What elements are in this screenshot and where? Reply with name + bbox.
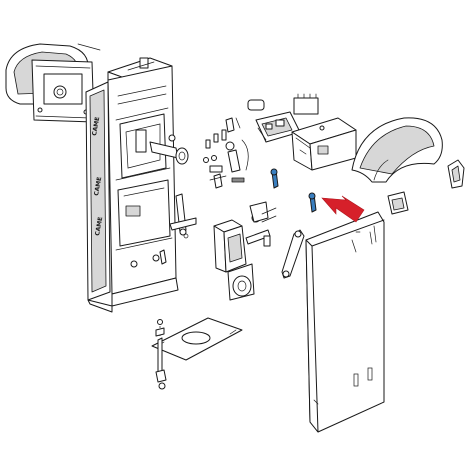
- brand-label-2: CAME: [93, 176, 103, 196]
- small-fittings: [169, 117, 249, 239]
- screws-group: [270, 168, 317, 213]
- barrier-cabinet-frame: CAME CAME CAME: [85, 57, 189, 313]
- red-pointer-arrow-icon: [321, 195, 365, 223]
- gearmotor: [213, 201, 277, 301]
- side-bracket: [387, 159, 465, 215]
- left-end-cap-icon: [5, 43, 101, 123]
- circuit-board: [247, 93, 319, 143]
- anchor-base-plate: [151, 317, 243, 390]
- control-box: [291, 117, 357, 171]
- brand-label-1: CAME: [91, 116, 101, 136]
- top-cover: [351, 117, 443, 183]
- brand-label-3: CAME: [94, 216, 104, 236]
- cover-panel: [305, 211, 385, 433]
- linkage-rod: [281, 229, 305, 279]
